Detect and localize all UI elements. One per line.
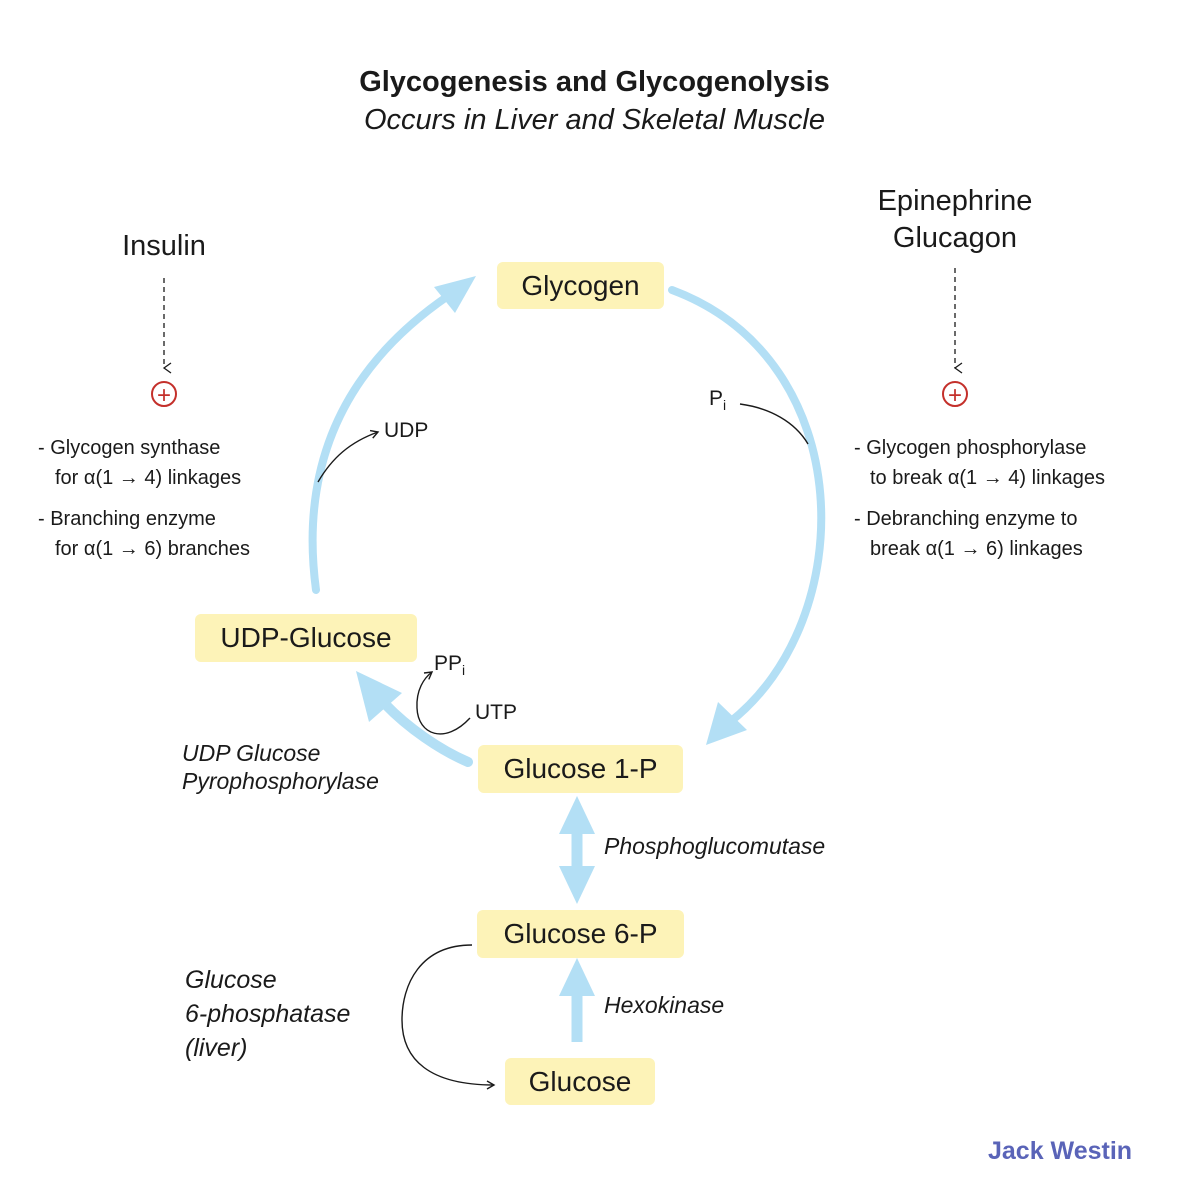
debranching-enzyme-note: - Debranching enzyme to <box>854 508 1078 530</box>
glycogenolysis-arrow <box>668 286 826 726</box>
epinephrine-label: Epinephrine <box>877 185 1033 217</box>
phosphoglucomutase-head-down <box>559 866 595 904</box>
ppi-subscript: i <box>462 662 466 679</box>
brand-logo-text: Jack Westin <box>988 1137 1133 1165</box>
g6pase-label-line1: Glucose <box>185 966 277 994</box>
glucose-1p-node: Glucose 1-P <box>478 745 683 793</box>
pi-subscript: i <box>723 397 727 414</box>
udp-label: UDP <box>384 419 429 442</box>
insulin-activator-plus: + <box>151 381 177 408</box>
ppi-main-text: PP <box>434 652 463 675</box>
glycogenesis-arrowhead <box>434 276 476 313</box>
utp-label: UTP <box>475 701 517 724</box>
pi-input-arrow <box>739 403 809 445</box>
pyrophosphorylase-arrowhead <box>356 671 402 722</box>
glycogen-node: Glycogen <box>497 262 664 309</box>
udp-pyrophosphorylase-label-line1: UDP Glucose <box>182 740 321 766</box>
diagram-title: Glycogenesis and Glycogenolysis <box>359 66 830 98</box>
branching-enzyme-detail: for α(1 → 6) branches <box>55 538 250 560</box>
g6pase-label-line2: 6-phosphatase <box>185 1000 351 1028</box>
ppi-label: PPi <box>434 652 465 678</box>
g6pase-label-line3: (liver) <box>185 1034 248 1062</box>
pi-main-text: P <box>709 387 724 410</box>
glucagon-label: Glucagon <box>892 222 1018 254</box>
g6pase-arrow <box>401 944 496 1090</box>
udp-pyrophosphorylase-label-line2: Pyrophosphorylase <box>182 768 379 794</box>
pyrophosphorylase-arrow <box>380 699 473 767</box>
glycogen-synthase-detail: for α(1 → 4) linkages <box>55 467 242 489</box>
udp-release-arrow <box>317 429 380 483</box>
udp-glucose-node: UDP-Glucose <box>195 614 417 662</box>
phosphorylase-note: - Glycogen phosphorylase <box>854 437 1087 459</box>
glucose-node: Glucose <box>505 1058 655 1105</box>
glycogen-synthase-note: - Glycogen synthase <box>38 437 221 459</box>
utp-ppi-loop <box>416 671 471 735</box>
glycogenolysis-arrowhead <box>706 702 747 745</box>
hormone-activator-plus: + <box>942 381 968 408</box>
phosphoglucomutase-label: Phosphoglucomutase <box>604 833 826 859</box>
phosphorylase-detail: to break α(1 → 4) linkages <box>870 467 1105 489</box>
debranching-enzyme-detail: break α(1 → 6) linkages <box>870 538 1083 560</box>
diagram-subtitle: Occurs in Liver and Skeletal Muscle <box>364 104 825 136</box>
branching-enzyme-note: - Branching enzyme <box>38 508 216 530</box>
glycogenesis-arrow <box>308 292 452 594</box>
insulin-label: Insulin <box>122 230 206 262</box>
glucose-6p-node: Glucose 6-P <box>477 910 684 958</box>
hexokinase-label: Hexokinase <box>604 992 725 1018</box>
phosphoglucomutase-head-up <box>559 796 595 834</box>
hexokinase-head <box>559 958 595 996</box>
pi-label: Pi <box>709 387 726 413</box>
